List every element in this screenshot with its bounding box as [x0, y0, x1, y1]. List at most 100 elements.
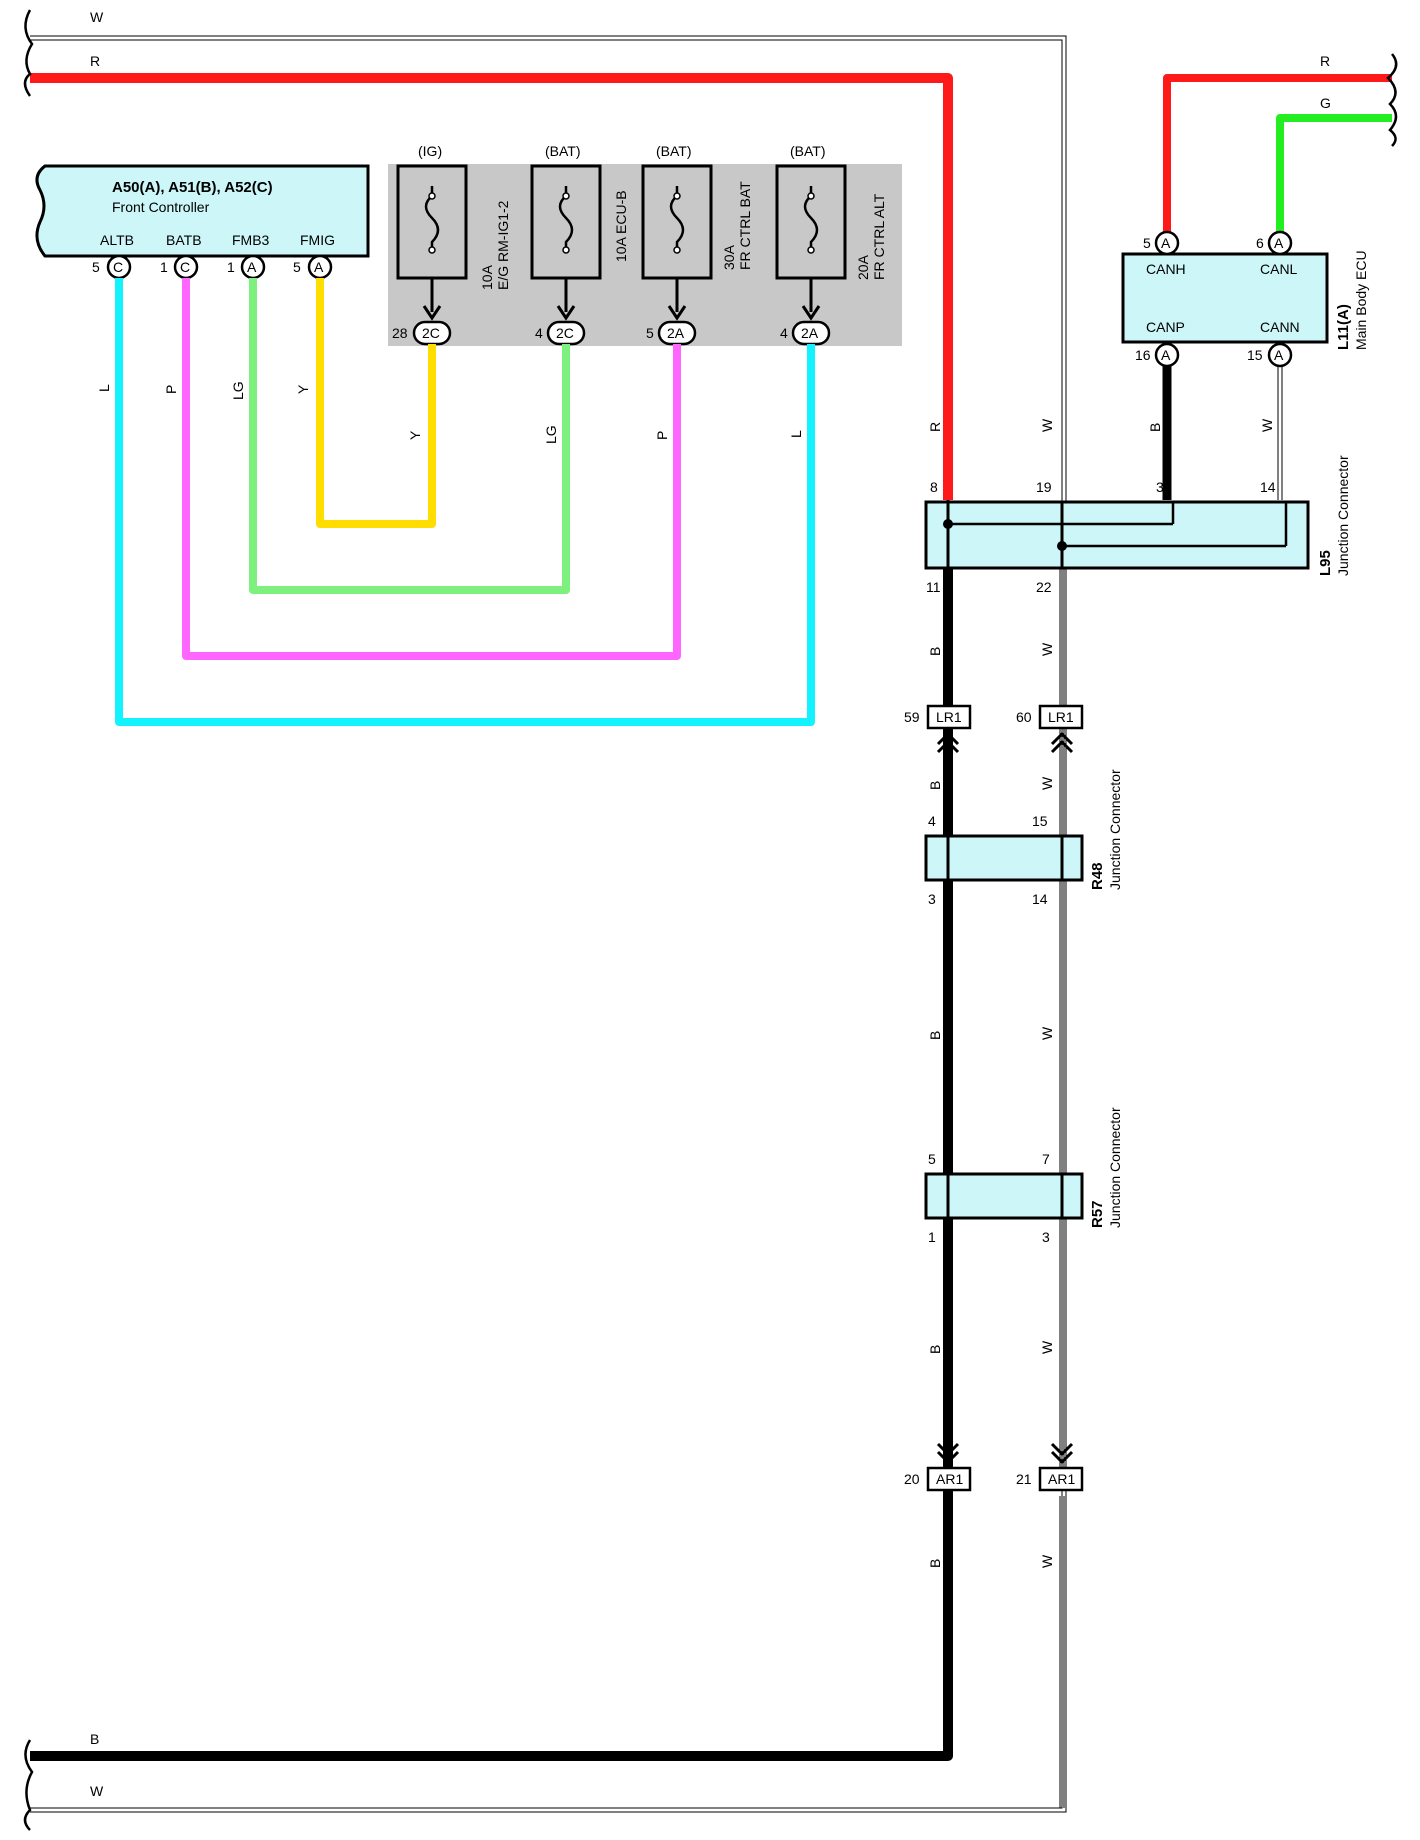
- top-red-wire: R: [30, 53, 953, 500]
- left-break-top: [23, 9, 34, 97]
- svg-text:R: R: [927, 422, 943, 432]
- fuse-fr-ctrl-alt: (BAT) 20A FR CTRL ALT 4 2A: [775, 143, 887, 346]
- svg-text:W: W: [1039, 1026, 1055, 1040]
- svg-text:L: L: [96, 384, 112, 392]
- front-controller: A50(A), A51(B), A52(C) Front Controller …: [35, 164, 370, 280]
- svg-text:15: 15: [1247, 347, 1263, 363]
- wire-y: Y Y: [295, 278, 436, 528]
- right-break: [1386, 53, 1398, 147]
- svg-text:C: C: [113, 259, 123, 275]
- fc-pin-fmb3: FMB3 1 A: [227, 232, 270, 280]
- svg-text:2C: 2C: [422, 325, 440, 341]
- canl-green-wire: [1276, 114, 1392, 232]
- svg-text:B: B: [927, 781, 943, 790]
- svg-text:14: 14: [1260, 479, 1276, 495]
- svg-text:R48: R48: [1089, 862, 1106, 890]
- svg-text:5: 5: [646, 325, 654, 341]
- svg-text:B: B: [927, 1345, 943, 1354]
- svg-text:A: A: [1161, 235, 1171, 251]
- l95-box: [924, 500, 1310, 570]
- svg-text:W: W: [1039, 418, 1055, 432]
- svg-text:7: 7: [1042, 1151, 1050, 1167]
- svg-text:5: 5: [1143, 235, 1151, 251]
- svg-text:B: B: [927, 1031, 943, 1040]
- svg-text:W: W: [1039, 642, 1055, 656]
- svg-text:Y: Y: [407, 430, 423, 440]
- svg-text:CANN: CANN: [1260, 319, 1300, 335]
- svg-text:5: 5: [928, 1151, 936, 1167]
- top-red-wire-label: R: [90, 53, 100, 69]
- svg-text:ALTB: ALTB: [100, 232, 134, 248]
- svg-text:5: 5: [92, 259, 100, 275]
- fuse-symbol-icon: [558, 186, 574, 252]
- svg-text:P: P: [654, 431, 670, 440]
- wire-lg: LG LG: [230, 278, 570, 594]
- svg-text:CANH: CANH: [1146, 261, 1186, 277]
- svg-text:(BAT): (BAT): [790, 143, 826, 159]
- svg-text:E/G RM-IG1-2: E/G RM-IG1-2: [495, 200, 511, 290]
- fuse-ecu-b: (BAT) 10A ECU-B 4 2C: [530, 143, 629, 346]
- l95-junction-connector: R W B W 8 19 3 14 11 22 L95 Junction Con…: [924, 418, 1351, 595]
- canh-red-wire: [1163, 74, 1392, 232]
- fc-pin-fmig: FMIG 5 A: [293, 232, 335, 280]
- svg-text:LG: LG: [230, 381, 246, 400]
- connector-chevron-icon: [936, 1442, 960, 1465]
- svg-text:CANL: CANL: [1260, 261, 1298, 277]
- svg-text:60: 60: [1016, 709, 1032, 725]
- left-break-bottom: [23, 1739, 34, 1831]
- svg-text:R57: R57: [1089, 1200, 1106, 1228]
- svg-text:A: A: [1274, 347, 1284, 363]
- svg-text:8: 8: [930, 479, 938, 495]
- r57-junction-connector: 5 7 1 3 R57 Junction Connector: [924, 1107, 1123, 1245]
- lr1-connector: 59 LR1 60 LR1: [904, 704, 1084, 754]
- svg-text:A: A: [1161, 347, 1171, 363]
- svg-text:Junction Connector: Junction Connector: [1107, 769, 1123, 890]
- svg-text:LR1: LR1: [1048, 709, 1074, 725]
- bottom-white-wire-label: W: [90, 1783, 104, 1799]
- svg-text:1: 1: [928, 1229, 936, 1245]
- svg-text:59: 59: [904, 709, 920, 725]
- r48-box: [924, 834, 1084, 882]
- svg-text:FR CTRL ALT: FR CTRL ALT: [871, 193, 887, 280]
- svg-text:19: 19: [1036, 479, 1052, 495]
- svg-text:AR1: AR1: [1048, 1471, 1075, 1487]
- svg-text:W: W: [1039, 1554, 1055, 1568]
- svg-text:AR1: AR1: [936, 1471, 963, 1487]
- svg-text:10A ECU-B: 10A ECU-B: [613, 190, 629, 262]
- arrow-down-icon: [556, 305, 576, 321]
- svg-text:FR CTRL BAT: FR CTRL BAT: [737, 181, 753, 270]
- svg-text:22: 22: [1036, 579, 1052, 595]
- svg-text:BATB: BATB: [166, 232, 202, 248]
- svg-text:L11(A): L11(A): [1335, 304, 1352, 350]
- svg-text:11: 11: [926, 579, 941, 595]
- fuse-symbol-icon: [424, 186, 440, 252]
- arrow-down-icon: [667, 305, 687, 321]
- connector-chevron-icon: [1050, 1442, 1074, 1465]
- svg-text:2A: 2A: [667, 325, 685, 341]
- svg-text:W: W: [1039, 776, 1055, 790]
- wire-p: P P: [163, 278, 681, 660]
- svg-text:(BAT): (BAT): [545, 143, 581, 159]
- top-red-wire-path: [30, 73, 953, 500]
- svg-text:3: 3: [1042, 1229, 1050, 1245]
- svg-text:LG: LG: [543, 425, 559, 444]
- svg-text:28: 28: [392, 325, 408, 341]
- r57-box: [924, 1172, 1084, 1220]
- svg-text:B: B: [927, 647, 943, 656]
- svg-text:FMB3: FMB3: [232, 232, 270, 248]
- svg-text:Y: Y: [295, 384, 311, 394]
- svg-text:3: 3: [928, 891, 936, 907]
- fuse-box: (IG) 10A E/G RM-IG1-2 28 2C (BAT) 10A EC…: [388, 143, 902, 346]
- svg-text:2C: 2C: [556, 325, 574, 341]
- wire-l: L L: [96, 278, 815, 726]
- svg-text:2A: 2A: [801, 325, 819, 341]
- front-controller-subtitle: Front Controller: [112, 199, 210, 215]
- svg-text:20A: 20A: [855, 254, 871, 280]
- svg-text:L95: L95: [1317, 550, 1334, 576]
- svg-text:15: 15: [1032, 813, 1048, 829]
- front-controller-title: A50(A), A51(B), A52(C): [112, 179, 273, 196]
- svg-text:21: 21: [1016, 1471, 1032, 1487]
- bottom-black-wire: B W: [30, 568, 953, 1799]
- svg-text:L: L: [788, 430, 804, 438]
